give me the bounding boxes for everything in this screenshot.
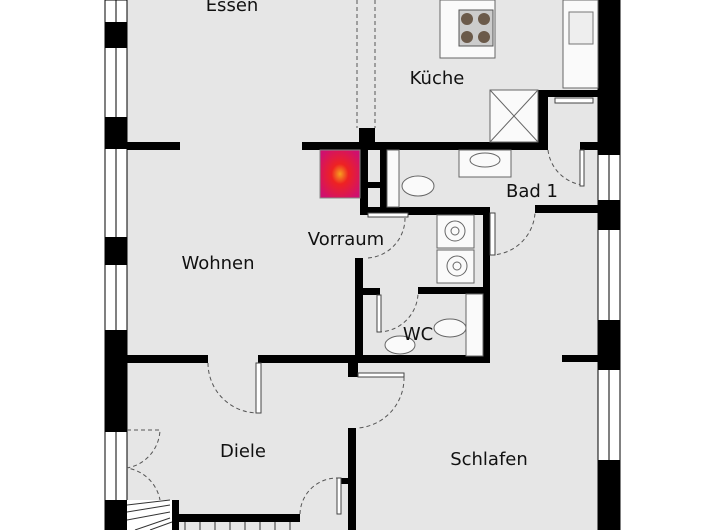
toilet-icon (401, 175, 435, 197)
outer-wall-left (104, 0, 128, 530)
outer-wall-right (597, 0, 621, 530)
room-label-schlafen: Schlafen (450, 449, 528, 470)
room-label-kueche: Küche (410, 68, 465, 89)
heater (319, 149, 361, 199)
room-label-essen: Essen (206, 0, 259, 16)
bath-fixtures (319, 149, 512, 357)
room-label-wc: WC (403, 324, 433, 345)
burner-icon (461, 13, 473, 25)
room-label-vorraum: Vorraum (308, 229, 384, 250)
room-label-bad1: Bad 1 (506, 181, 558, 202)
interior-walls (127, 90, 598, 530)
room-divider-dashed (356, 0, 376, 128)
door-swings (126, 149, 585, 515)
wc-sink (384, 335, 416, 355)
wc-toilet-icon (433, 318, 467, 338)
kitchen-fixtures (439, 0, 599, 143)
room-label-wohnen: Wohnen (181, 253, 254, 274)
staircase (126, 499, 291, 530)
room-label-diele: Diele (220, 441, 266, 462)
room-labels: Essen Küche Bad 1 Vorraum Wohnen WC Diel… (181, 0, 558, 470)
